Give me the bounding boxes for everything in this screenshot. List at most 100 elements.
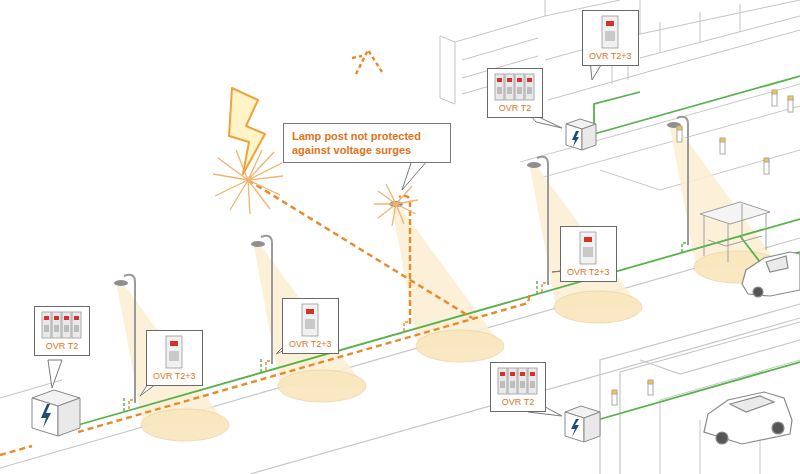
car	[704, 252, 800, 444]
lamp-post	[261, 236, 272, 364]
module-body	[495, 74, 504, 100]
module-body	[42, 312, 51, 338]
road-edge	[620, 322, 800, 474]
bus-shelter	[704, 204, 766, 262]
device-callout: OVR T2	[487, 68, 543, 118]
module-slot	[497, 87, 502, 94]
module-body	[52, 312, 61, 338]
module-slot	[507, 87, 512, 94]
surge-symbol	[41, 404, 51, 428]
surge-protector-icon	[165, 335, 183, 369]
device-callout: OVR T2	[34, 306, 90, 356]
pole-feeder	[123, 396, 124, 411]
antenna-mark	[352, 56, 362, 58]
lamp-head	[251, 241, 265, 247]
module-slot	[305, 319, 315, 329]
sidewalk-edge	[520, 84, 800, 190]
car	[742, 252, 800, 296]
distribution-box	[584, 412, 600, 442]
module-body	[505, 74, 514, 100]
distribution-box	[582, 124, 596, 150]
lamp-head	[114, 280, 128, 286]
bus-shelter	[700, 202, 770, 224]
parking-structure	[660, 360, 800, 474]
module-window	[606, 21, 614, 26]
bollard	[764, 158, 769, 162]
module-window	[170, 341, 178, 346]
lamp-post	[124, 117, 688, 403]
surge-protector-icon	[579, 231, 597, 265]
module-slot	[527, 87, 532, 94]
road-edge	[600, 304, 800, 474]
module-body	[580, 232, 596, 264]
distribution-box	[565, 412, 584, 442]
device-label: OVR T2	[497, 397, 539, 408]
protector-module	[72, 312, 81, 338]
light-cone	[670, 128, 780, 267]
module-body	[508, 368, 517, 394]
bollard	[612, 90, 793, 405]
lamp-post	[677, 117, 688, 245]
building	[455, 0, 545, 104]
device-label: OVR T2+3	[289, 339, 332, 350]
light-cone	[117, 128, 780, 425]
bus-shelter	[700, 202, 770, 262]
module-window	[507, 78, 512, 82]
surge-symbol	[571, 419, 579, 437]
protector-module	[528, 368, 537, 394]
device-callout: OVR T2+3	[560, 226, 617, 282]
module-slot	[520, 381, 525, 388]
module-body	[166, 336, 182, 368]
module-window	[510, 372, 515, 376]
protector-module	[518, 368, 527, 394]
module-window	[530, 372, 535, 376]
pole-feeder	[536, 279, 537, 294]
bollard	[612, 390, 617, 394]
car	[716, 432, 728, 444]
module-slot	[169, 351, 179, 361]
module-slot	[64, 325, 69, 332]
protector-module	[498, 368, 507, 394]
bollard	[772, 90, 777, 94]
light-cone	[530, 168, 640, 307]
bollard	[677, 126, 682, 130]
sidewalk-edge	[520, 84, 800, 162]
module-window	[517, 78, 522, 82]
surge-protector-icon	[494, 73, 536, 101]
device-label: OVR T2+3	[589, 51, 632, 62]
pole-feeder	[124, 243, 688, 411]
light-spot	[141, 409, 229, 441]
module-body	[602, 16, 618, 48]
device-callout: OVR T2+3	[582, 10, 639, 66]
surge-protector-icon	[601, 15, 619, 49]
module-body	[62, 312, 71, 338]
callout-text: Lamp post not protected against voltage …	[292, 129, 442, 157]
module-body	[302, 304, 318, 336]
surge-path	[0, 446, 32, 455]
callout-tail	[48, 60, 604, 416]
light-spot	[278, 370, 366, 402]
device-callout: OVR T2+3	[282, 298, 339, 354]
module-body	[72, 312, 81, 338]
surge-protector-icon	[41, 311, 83, 339]
module-slot	[44, 325, 49, 332]
module-body	[515, 74, 524, 100]
lightning-bolt	[229, 88, 265, 174]
lamp-post	[124, 275, 135, 403]
module-window	[584, 237, 592, 242]
module-window	[527, 78, 532, 82]
building	[640, 0, 800, 58]
protector-module	[525, 74, 534, 100]
module-body	[498, 368, 507, 394]
light-spot	[416, 330, 504, 362]
surge-symbol	[41, 131, 579, 437]
module-window	[44, 316, 49, 320]
car	[772, 422, 784, 434]
callout-box: Lamp post not protected against voltage …	[283, 123, 451, 163]
module-body	[525, 74, 534, 100]
surge-path	[0, 180, 530, 455]
module-slot	[517, 87, 522, 94]
sidewalk-edge	[540, 106, 800, 178]
